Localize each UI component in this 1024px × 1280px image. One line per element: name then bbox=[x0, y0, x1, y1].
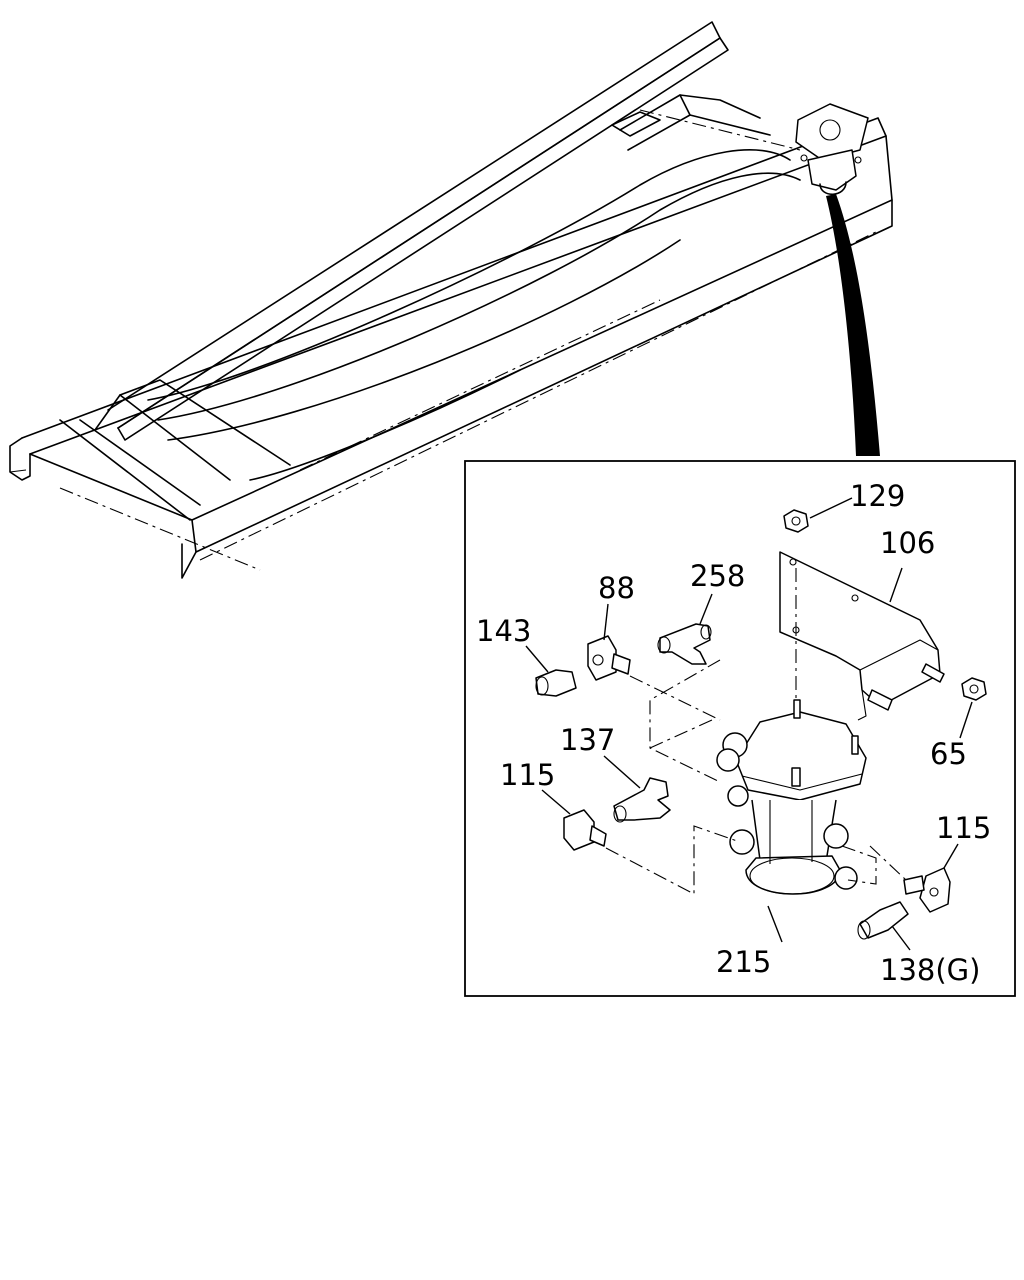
leader-115b bbox=[943, 843, 959, 869]
leader-138 bbox=[891, 925, 911, 951]
leader-88 bbox=[603, 603, 609, 641]
leader-65 bbox=[959, 701, 973, 739]
nut-65 bbox=[961, 677, 987, 701]
callout-258: 258 bbox=[690, 559, 745, 593]
detail-frame bbox=[464, 460, 1016, 997]
callout-115-right: 115 bbox=[936, 811, 991, 845]
fitting-115-left bbox=[563, 809, 607, 851]
leader-129 bbox=[809, 497, 853, 519]
callout-88: 88 bbox=[598, 571, 635, 605]
callout-129: 129 bbox=[850, 479, 905, 513]
stud bbox=[921, 663, 945, 683]
stud bbox=[867, 689, 893, 711]
chassis-frame bbox=[9, 21, 893, 579]
callout-143: 143 bbox=[476, 614, 531, 648]
leader-215 bbox=[767, 905, 783, 943]
elbow-137 bbox=[613, 777, 671, 823]
detail-pointer bbox=[826, 194, 880, 456]
leader-137 bbox=[603, 755, 641, 789]
leader-115a bbox=[541, 789, 571, 815]
callout-106: 106 bbox=[880, 526, 935, 560]
valve-215 bbox=[716, 699, 867, 895]
nut-129 bbox=[783, 509, 809, 533]
fitting-88 bbox=[587, 635, 631, 681]
tee-258 bbox=[657, 623, 712, 665]
leader-106 bbox=[889, 567, 903, 603]
callout-137: 137 bbox=[560, 723, 615, 757]
callout-115-left: 115 bbox=[500, 758, 555, 792]
leader-143 bbox=[525, 645, 549, 673]
callout-138g: 138(G) bbox=[880, 953, 980, 987]
connector-138g bbox=[857, 901, 909, 940]
callout-215: 215 bbox=[716, 945, 771, 979]
fitting-115-right bbox=[903, 867, 951, 913]
connector-143 bbox=[535, 669, 577, 697]
leader-258 bbox=[699, 593, 713, 625]
callout-65: 65 bbox=[930, 737, 967, 771]
